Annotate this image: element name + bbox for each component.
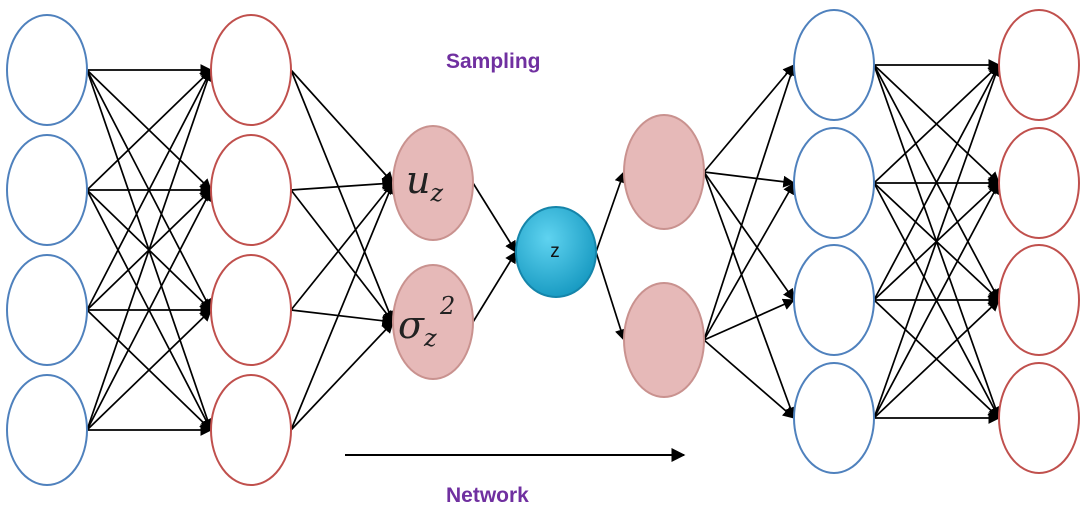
mean-symbol: u	[406, 158, 430, 202]
input-node	[6, 374, 88, 486]
edge-hidden-latent	[290, 321, 394, 431]
output-node	[998, 9, 1080, 121]
edge-decoder-hidden	[703, 181, 795, 341]
variance-symbol: σ	[398, 303, 425, 347]
sampling-label: Sampling	[446, 50, 541, 73]
input-node	[6, 14, 88, 126]
edge-decoder-hidden	[703, 171, 795, 301]
edge-decoder-hidden	[703, 298, 796, 341]
edge-hidden-latent	[290, 69, 395, 324]
edge-input-hidden	[86, 69, 212, 191]
output-node	[998, 362, 1080, 474]
encoder-hidden-node	[210, 14, 292, 126]
edge-hidden-latent	[290, 309, 395, 327]
edge-decoder-hidden	[703, 171, 796, 420]
edge-hidden-output	[873, 299, 1000, 419]
edge-decoder-hidden	[703, 171, 796, 188]
decoder-hidden-node	[793, 127, 875, 239]
decoder-latent-node	[623, 282, 705, 398]
input-node	[6, 134, 88, 246]
svg-text:σz: σz	[398, 303, 437, 352]
edge-decoder-hidden	[703, 63, 797, 341]
edges-group	[86, 59, 1002, 436]
decoder-hidden-node	[793, 244, 875, 356]
edge-hidden-latent	[290, 182, 394, 311]
edge-hidden-latent	[290, 177, 395, 191]
svg-text:uz: uz	[406, 158, 443, 207]
edge-input-hidden	[86, 68, 214, 431]
output-node	[998, 244, 1080, 356]
variance-superscript: 2	[439, 292, 455, 320]
encoder-hidden-node	[210, 374, 292, 486]
variance-label: σz 2	[398, 292, 455, 352]
decoder-latent-node	[623, 114, 705, 230]
network-label: Network	[446, 484, 529, 507]
mean-label: uz	[406, 158, 443, 207]
latent-param-node	[392, 125, 474, 241]
nodes-group	[6, 9, 1080, 486]
edge-input-hidden	[86, 68, 212, 311]
edge-z-decoder	[595, 251, 627, 342]
encoder-hidden-node	[210, 254, 292, 366]
output-node	[998, 127, 1080, 239]
edge-hidden-latent	[290, 69, 394, 184]
edge-hidden-output	[873, 64, 1000, 184]
input-node	[6, 254, 88, 366]
variance-subscript: z	[423, 324, 437, 352]
decoder-hidden-node	[793, 9, 875, 121]
edge-hidden-output	[873, 63, 1000, 301]
edge-hidden-output	[873, 181, 1000, 419]
edge-input-hidden	[86, 188, 212, 431]
z-node	[515, 206, 597, 298]
decoder-hidden-node	[793, 362, 875, 474]
edge-z-decoder	[595, 170, 627, 253]
edge-latent-z	[472, 182, 517, 254]
edge-decoder-hidden	[703, 339, 795, 419]
encoder-hidden-node	[210, 134, 292, 246]
edge-hidden-latent	[290, 181, 395, 431]
edge-hidden-output	[873, 63, 1002, 419]
latent-param-node	[392, 264, 474, 380]
edge-input-hidden	[86, 309, 212, 431]
mean-subscript: z	[429, 179, 443, 207]
z-label: z	[550, 241, 560, 262]
edge-latent-z	[472, 250, 517, 323]
edge-hidden-latent	[290, 189, 394, 323]
edge-decoder-hidden	[703, 64, 795, 173]
